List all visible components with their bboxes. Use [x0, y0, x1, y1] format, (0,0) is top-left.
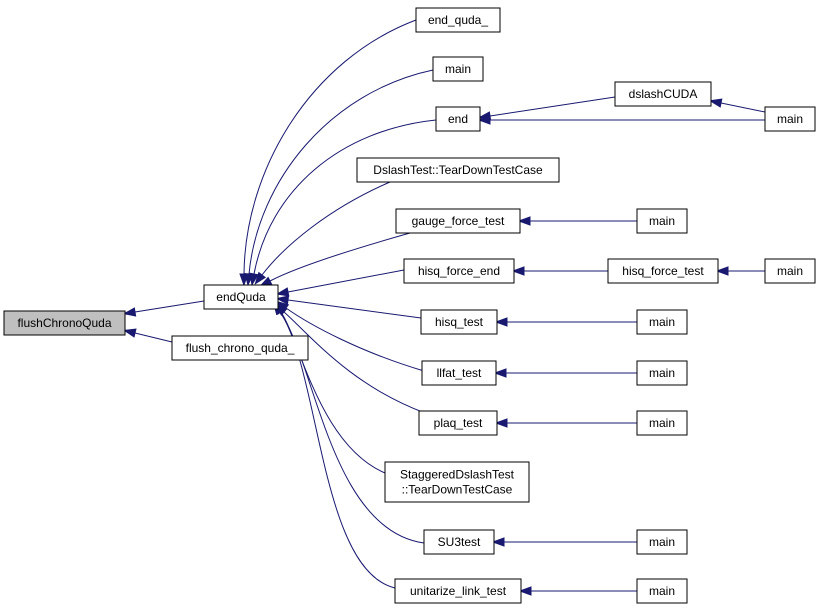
node-label: StaggeredDslashTest	[400, 468, 515, 482]
node-box	[423, 529, 495, 555]
node-label: ::TearDownTestCase	[402, 483, 513, 497]
node-plaq-test[interactable]: plaq_test	[418, 410, 498, 436]
node-main-6[interactable]: main	[636, 360, 688, 386]
node-main-2[interactable]: main	[764, 106, 816, 132]
node-label: main	[649, 416, 675, 430]
node-main-3[interactable]: main	[636, 208, 688, 234]
node-staggereddslashtest-teardown[interactable]: StaggeredDslashTest::TearDownTestCase	[384, 461, 530, 503]
edge-end-to-endQuda	[249, 119, 437, 287]
node-box	[415, 7, 501, 33]
node-hisq-test[interactable]: hisq_test	[420, 309, 498, 335]
node-box	[3, 310, 126, 336]
node-label: llfat_test	[437, 366, 482, 380]
edge-flush_chrono_quda_-to-flushChronoQuda	[122, 328, 173, 343]
node-label: main	[445, 62, 471, 76]
edge-main_9-to-unitarize_link_test	[518, 586, 637, 596]
node-label: main	[649, 214, 675, 228]
edge-endQuda-to-flushChronoQuda	[122, 300, 205, 317]
edge-dslashCUDA-to-end	[477, 96, 616, 121]
node-label: hisq_force_end	[418, 264, 500, 278]
edge-main_4-to-hisq_force_test	[715, 266, 765, 276]
node-box	[636, 309, 688, 335]
node-main-1[interactable]: main	[432, 56, 484, 82]
node-main-7[interactable]: main	[636, 410, 688, 436]
node-box	[607, 258, 719, 284]
edge-StaggeredDslashTest_TearDown-to-endQuda	[274, 301, 391, 476]
node-llfat-test[interactable]: llfat_test	[421, 360, 497, 386]
node-dslashcuda[interactable]: dslashCUDA	[614, 81, 712, 107]
node-box	[403, 258, 515, 284]
node-label: main	[649, 366, 675, 380]
node-box	[420, 309, 498, 335]
node-main-4[interactable]: main	[764, 258, 816, 284]
node-box	[764, 106, 816, 132]
node-main-8[interactable]: main	[636, 529, 688, 555]
node-box	[171, 335, 309, 361]
node-endquda[interactable]: endQuda	[203, 284, 279, 310]
node-box	[384, 461, 530, 503]
edge-main_5-to-hisq_test	[494, 317, 637, 327]
node-box	[421, 360, 497, 386]
node-main-9[interactable]: main	[636, 578, 688, 604]
node-su3test[interactable]: SU3test	[423, 529, 495, 555]
node-label: endQuda	[216, 290, 266, 304]
node-label: hisq_force_test	[622, 264, 704, 278]
edge-main_7-to-plaq_test	[494, 418, 637, 428]
node-hisq-force-test[interactable]: hisq_force_test	[607, 258, 719, 284]
node-box	[418, 410, 498, 436]
node-label: DslashTest::TearDownTestCase	[373, 163, 543, 177]
node-box	[636, 529, 688, 555]
nodes-layer: flushChronoQuda endQuda flush_chrono_quda_…	[3, 7, 816, 604]
node-gauge-force-test[interactable]: gauge_force_test	[395, 208, 521, 234]
node-box	[394, 578, 522, 604]
node-unitarize-link-test[interactable]: unitarize_link_test	[394, 578, 522, 604]
node-label: end	[448, 112, 468, 126]
edge-hisq_force_end-to-endQuda	[275, 269, 405, 297]
node-box	[432, 56, 484, 82]
edge-main_2-to-dslashCUDA	[708, 98, 766, 113]
node-flushchronoquda[interactable]: flushChronoQuda	[3, 310, 126, 336]
node-box	[356, 157, 560, 183]
node-box	[636, 208, 688, 234]
node-box	[636, 410, 688, 436]
edge-end_quda_-to-endQuda	[239, 19, 417, 287]
node-label: flush_chrono_quda_	[186, 341, 295, 355]
node-box	[435, 106, 481, 132]
node-end-quda-[interactable]: end_quda_	[415, 7, 501, 33]
node-label: plaq_test	[434, 416, 483, 430]
node-main-5[interactable]: main	[636, 309, 688, 335]
edge-main_6-to-llfat_test	[493, 368, 637, 378]
node-box	[764, 258, 816, 284]
node-box	[636, 578, 688, 604]
node-label: dslashCUDA	[629, 87, 698, 101]
node-label: main	[649, 584, 675, 598]
node-box	[395, 208, 521, 234]
node-label: main	[777, 264, 803, 278]
edge-main_8-to-SU3test	[491, 537, 637, 547]
node-label: unitarize_link_test	[410, 584, 507, 598]
node-box	[614, 81, 712, 107]
edge-DslashTest_TearDown-to-endQuda	[254, 181, 391, 285]
node-end[interactable]: end	[435, 106, 481, 132]
node-label: main	[649, 315, 675, 329]
node-dslashtest-teardown[interactable]: DslashTest::TearDownTestCase	[356, 157, 560, 183]
node-hisq-force-end[interactable]: hisq_force_end	[403, 258, 515, 284]
node-label: gauge_force_test	[412, 214, 505, 228]
node-label: main	[649, 535, 675, 549]
edge-main_3-to-gauge_force_test	[517, 216, 637, 226]
node-label: end_quda_	[428, 13, 488, 27]
node-flush-chrono-quda-[interactable]: flush_chrono_quda_	[171, 335, 309, 361]
node-box	[636, 360, 688, 386]
node-label: SU3test	[438, 535, 481, 549]
node-box	[203, 284, 279, 310]
edge-hisq_force_test-to-hisq_force_end	[511, 266, 608, 276]
node-label: hisq_test	[435, 315, 484, 329]
edge-gauge_force_test-to-endQuda	[258, 232, 411, 287]
edge-main_2-to-end	[477, 115, 765, 125]
node-label: main	[777, 112, 803, 126]
edge-hisq_test-to-endQuda	[275, 295, 422, 319]
node-label: flushChronoQuda	[17, 316, 111, 330]
